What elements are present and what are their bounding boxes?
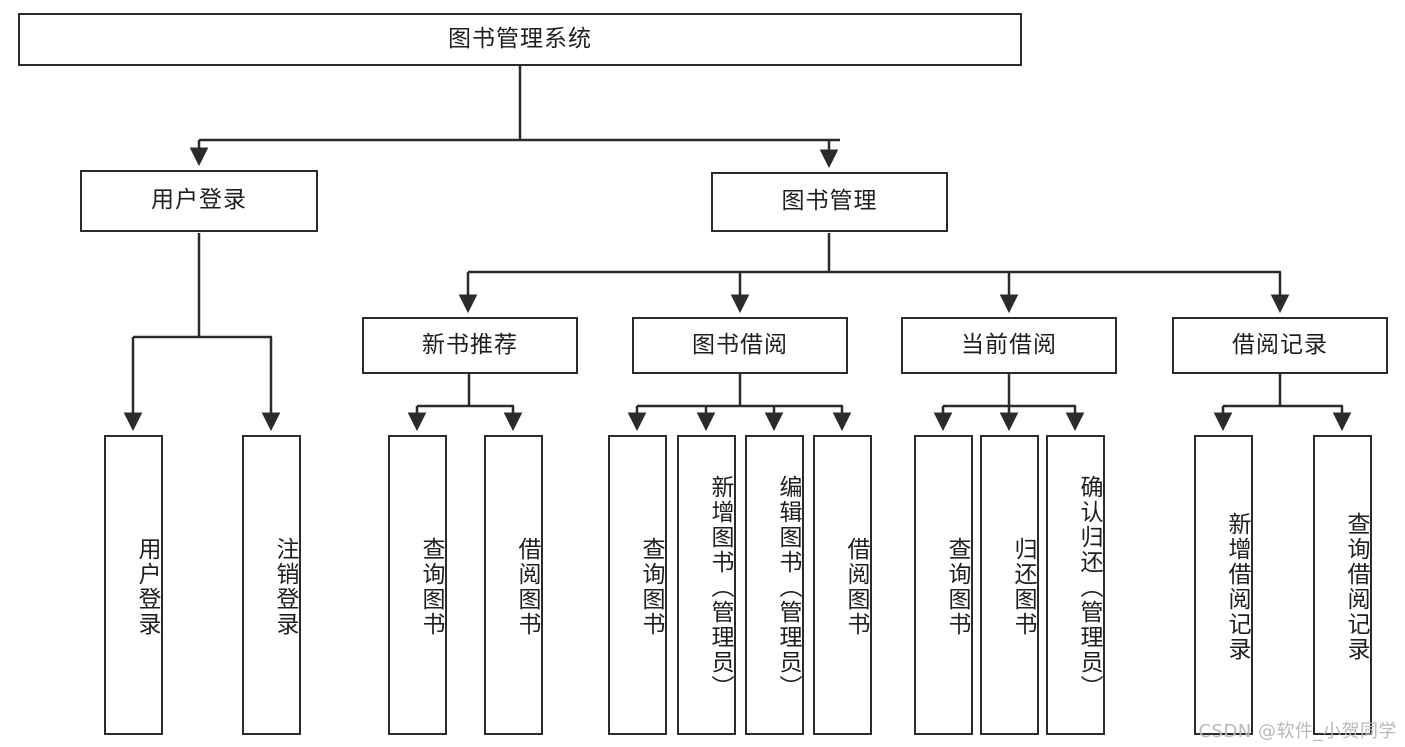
node-leaf-borrow-record-add[interactable]: 新增借阅记录 xyxy=(1194,435,1253,735)
node-borrow-record-label: 借阅记录 xyxy=(1232,331,1328,358)
node-leaf-label: 查询图书 xyxy=(638,537,664,637)
watermark-text: CSDN @软件_小贺同学 xyxy=(1198,721,1397,742)
node-leaf-book-borrow-add[interactable]: 新增图书（管理员） xyxy=(677,435,736,735)
node-leaf-label: 查询图书 xyxy=(418,537,444,637)
node-leaf-current-borrow-return[interactable]: 归还图书 xyxy=(980,435,1039,735)
node-root-system-label: 图书管理系统 xyxy=(448,25,592,52)
node-leaf-label: 查询图书 xyxy=(944,537,970,637)
node-leaf-book-borrow-borrow[interactable]: 借阅图书 xyxy=(813,435,872,735)
node-leaf-label: 借阅图书 xyxy=(514,537,540,637)
node-leaf-current-borrow-confirm[interactable]: 确认归还（管理员） xyxy=(1046,435,1105,735)
node-user-login[interactable]: 用户登录 xyxy=(80,170,318,232)
node-leaf-book-borrow-query[interactable]: 查询图书 xyxy=(608,435,667,735)
node-book-manage-label: 图书管理 xyxy=(781,188,878,215)
node-new-book-recommend-label: 新书推荐 xyxy=(422,331,518,358)
node-new-book-recommend[interactable]: 新书推荐 xyxy=(362,317,578,374)
node-leaf-label: 归还图书 xyxy=(1010,537,1036,637)
node-leaf-borrow-record-query[interactable]: 查询借阅记录 xyxy=(1313,435,1372,735)
node-leaf-label: 新增借阅记录 xyxy=(1224,512,1250,662)
node-leaf-label: 确认归还（管理员） xyxy=(1076,474,1102,700)
node-leaf-label: 借阅图书 xyxy=(843,537,869,637)
node-current-borrow-label: 当前借阅 xyxy=(961,331,1057,358)
node-leaf-user-login-login[interactable]: 用户登录 xyxy=(104,435,163,735)
node-book-borrow[interactable]: 图书借阅 xyxy=(632,317,848,374)
node-leaf-new-book-borrow[interactable]: 借阅图书 xyxy=(484,435,543,735)
node-user-login-label: 用户登录 xyxy=(151,187,247,214)
node-book-borrow-label: 图书借阅 xyxy=(692,331,788,358)
node-root-system[interactable]: 图书管理系统 xyxy=(18,13,1022,66)
node-leaf-label: 用户登录 xyxy=(134,537,160,637)
node-leaf-label: 查询借阅记录 xyxy=(1343,512,1369,662)
node-book-manage[interactable]: 图书管理 xyxy=(711,172,948,232)
node-leaf-book-borrow-edit[interactable]: 编辑图书（管理员） xyxy=(745,435,804,735)
node-leaf-new-book-query[interactable]: 查询图书 xyxy=(388,435,447,735)
node-current-borrow[interactable]: 当前借阅 xyxy=(901,317,1117,374)
node-leaf-label: 注销登录 xyxy=(272,537,298,637)
node-leaf-user-login-logout[interactable]: 注销登录 xyxy=(242,435,301,735)
node-leaf-label: 新增图书（管理员） xyxy=(707,474,733,700)
node-leaf-label: 编辑图书（管理员） xyxy=(775,474,801,700)
node-borrow-record[interactable]: 借阅记录 xyxy=(1172,317,1388,374)
node-leaf-current-borrow-query[interactable]: 查询图书 xyxy=(914,435,973,735)
